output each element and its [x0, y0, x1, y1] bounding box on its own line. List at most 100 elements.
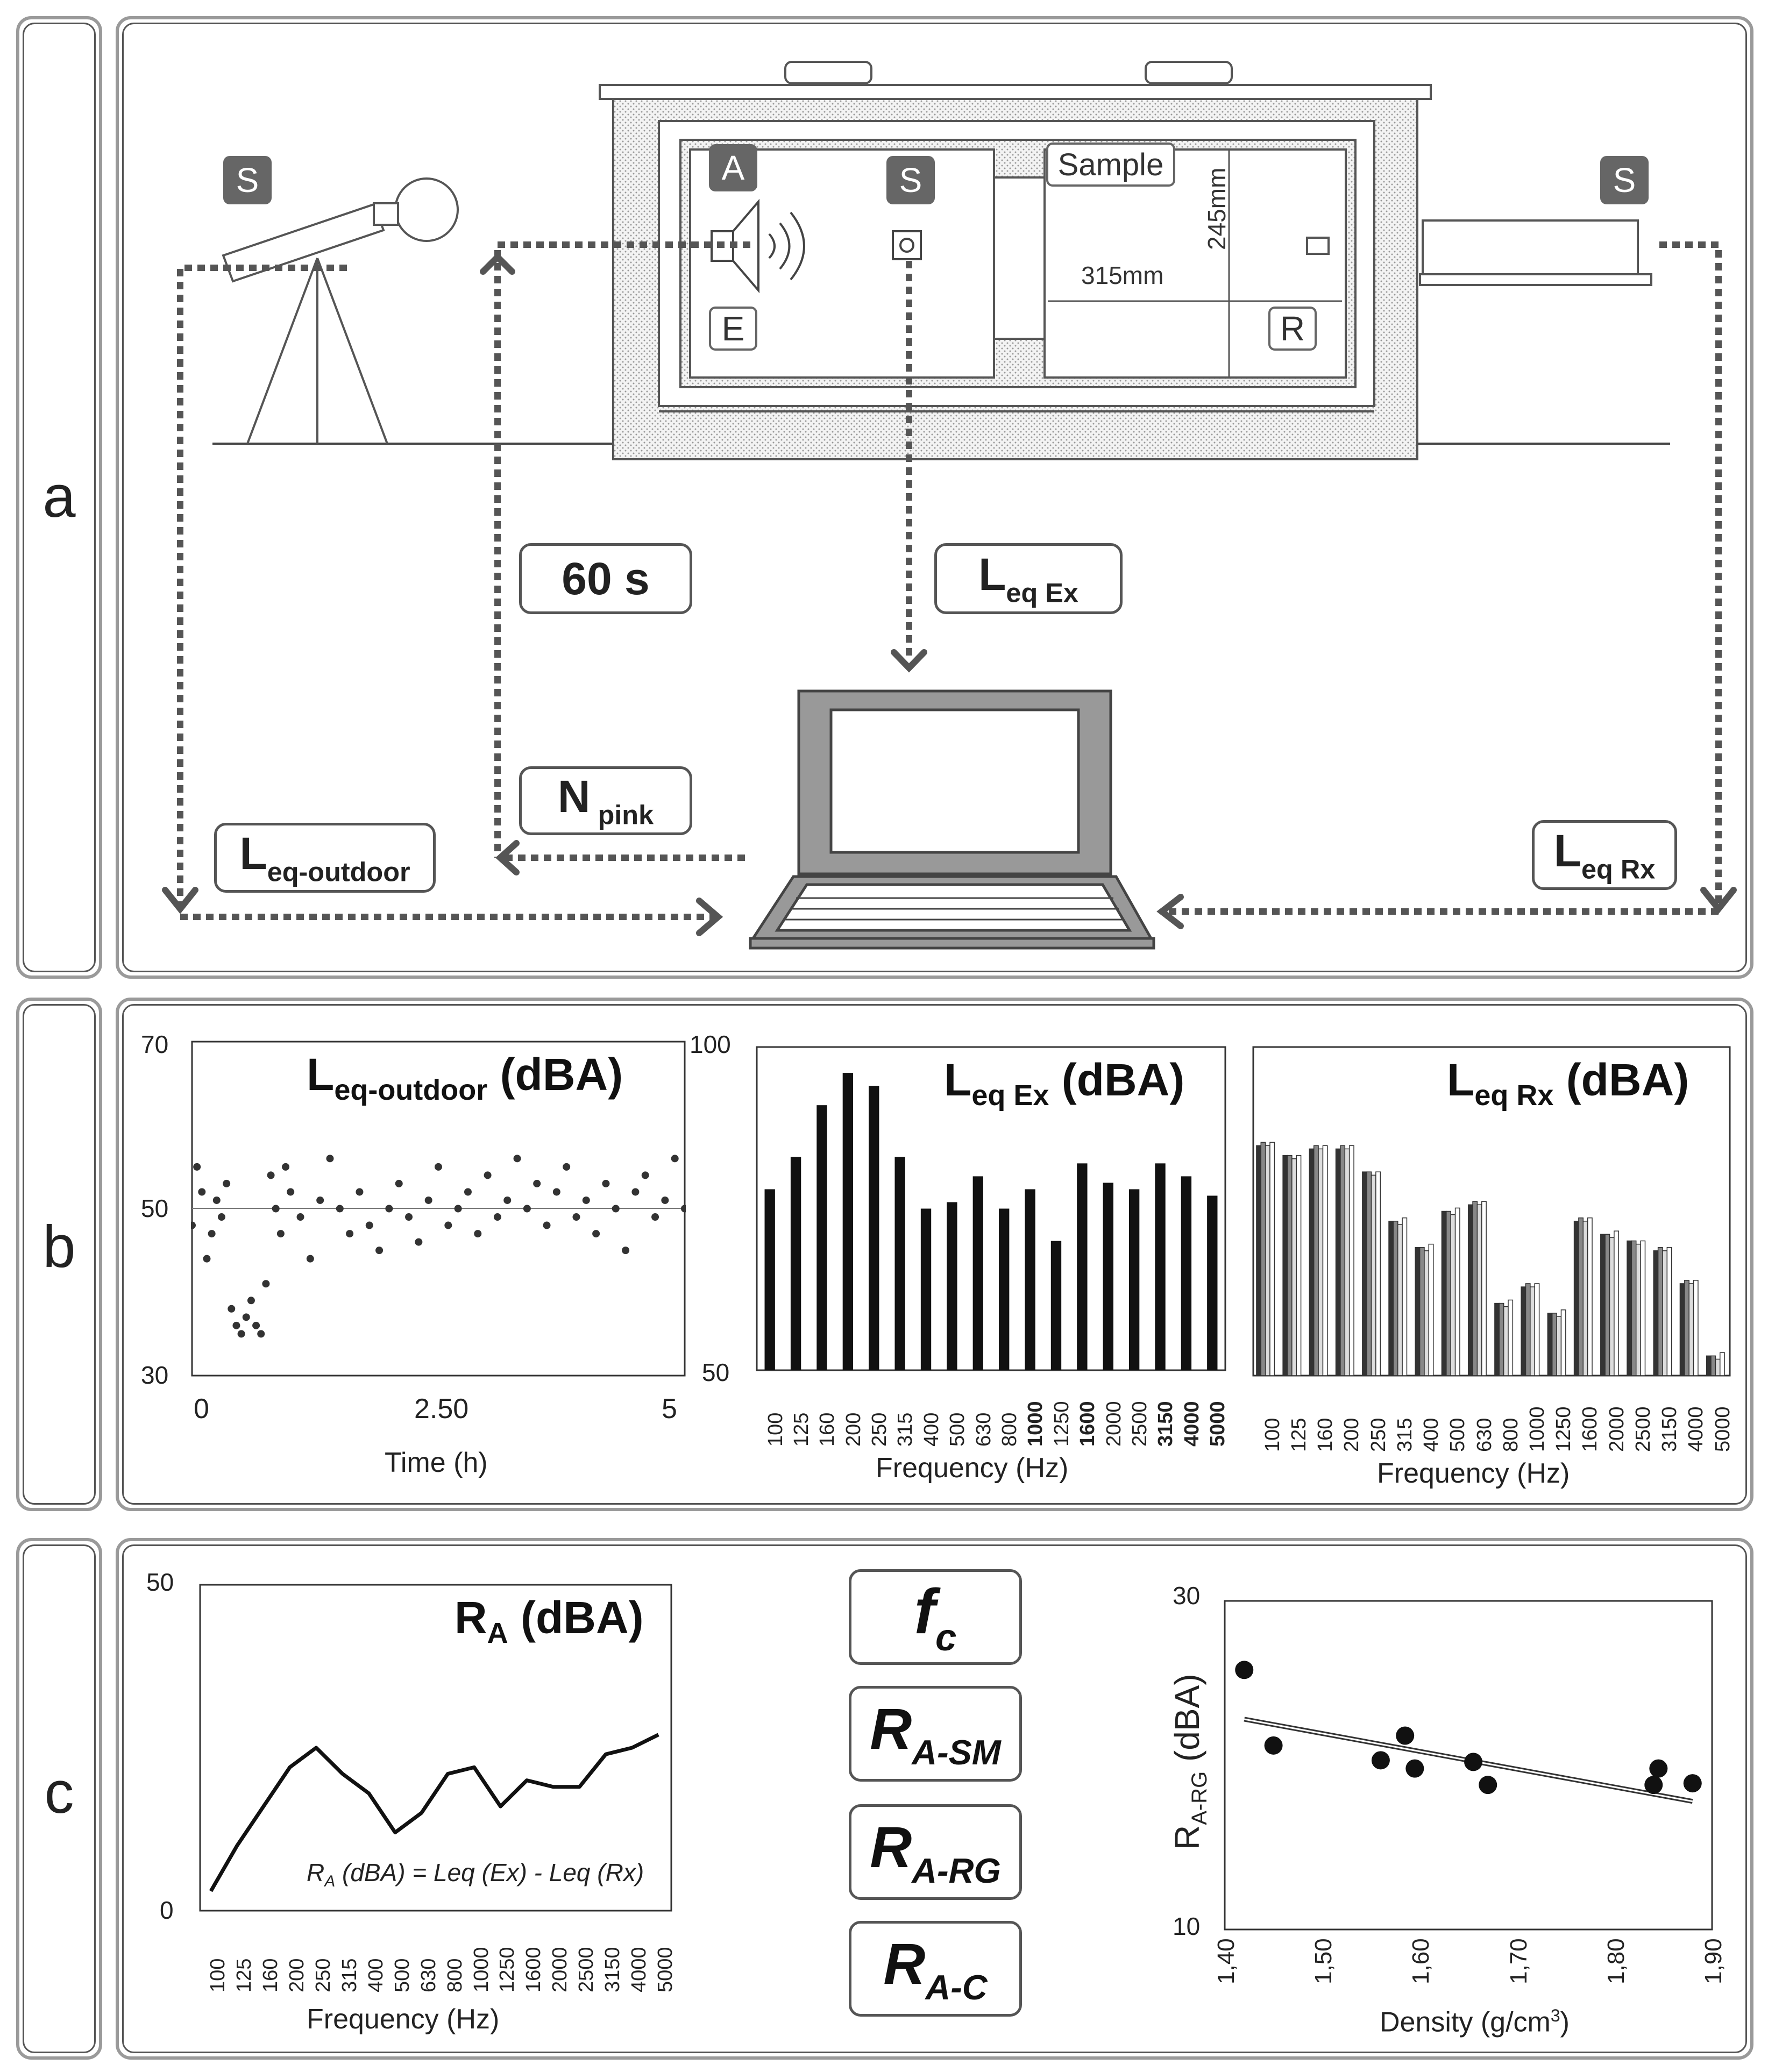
data-point: [282, 1163, 290, 1171]
data-point: [1649, 1759, 1668, 1778]
bar: [1706, 1355, 1712, 1376]
arrow-heads: [162, 252, 1737, 936]
bar: [1025, 1189, 1035, 1370]
data-point: [223, 1179, 231, 1187]
bar: [1128, 1189, 1140, 1370]
xtick-label: 400: [364, 1958, 387, 1992]
chart1-title: Leq-outdoor (dBA): [307, 1049, 623, 1106]
data-point: [474, 1230, 482, 1238]
data-point: [228, 1305, 236, 1313]
data-point: [1235, 1661, 1254, 1679]
right-microphone-icon: [1306, 219, 1652, 286]
xtick-label: 125: [790, 1412, 813, 1447]
bar: [1344, 1148, 1350, 1376]
center-microphone-icon: [892, 230, 922, 260]
data-point: [513, 1155, 521, 1163]
xtick-label: 315: [1393, 1418, 1416, 1452]
xtick-label: 125: [232, 1958, 255, 1992]
xtick-label: 1250: [1552, 1406, 1575, 1452]
bar: [1640, 1240, 1646, 1376]
box-ra-c: RA-C: [849, 1921, 1022, 2017]
xtick-label: 5000: [1711, 1406, 1734, 1452]
xtick-label: 4000: [628, 1947, 651, 1992]
bar: [1454, 1207, 1460, 1376]
xtick-label: 800: [1499, 1418, 1522, 1452]
chart-leq-rx: [1252, 1046, 1731, 1377]
chart2-ytick-50: 50: [702, 1358, 730, 1386]
data-point: [671, 1155, 679, 1163]
bar: [1530, 1286, 1535, 1376]
data-point: [612, 1205, 620, 1213]
chart3-title: Leq Rx (dBA): [1447, 1055, 1689, 1112]
bar: [999, 1208, 1010, 1370]
data-point: [191, 1221, 196, 1229]
bar: [1600, 1234, 1606, 1376]
bar: [1371, 1174, 1376, 1376]
data-point: [572, 1213, 580, 1221]
tag-r: R: [1268, 307, 1317, 351]
box-ra-rg: RA-RG: [849, 1804, 1022, 1900]
data-point: [272, 1205, 280, 1213]
tripod-sound-meter: [222, 177, 459, 444]
chart4-xlabel: Frequency (Hz): [307, 2004, 500, 2035]
xtick-label: 2000: [549, 1947, 572, 1992]
xtick-label: 200: [842, 1412, 865, 1447]
xtick-label: 160: [816, 1412, 839, 1447]
data-point: [247, 1297, 255, 1305]
xtick-label: 500: [946, 1412, 969, 1447]
bar: [1309, 1148, 1315, 1376]
xtick-label: 630: [1473, 1418, 1496, 1452]
bar: [1688, 1283, 1694, 1376]
xtick-label: 2000: [1102, 1401, 1125, 1447]
tag-s-left: S: [223, 156, 272, 204]
xtick-label: 315: [338, 1958, 361, 1992]
bar: [764, 1189, 775, 1370]
bar: [1587, 1217, 1593, 1376]
data-point: [602, 1179, 610, 1187]
bar: [790, 1157, 801, 1370]
bar: [1578, 1217, 1584, 1376]
n-pink-box: N pink: [519, 766, 692, 835]
bar: [1441, 1211, 1447, 1376]
data-point: [1264, 1736, 1283, 1755]
bar: [1318, 1148, 1324, 1376]
tag-s-right: S: [1600, 156, 1649, 204]
bar: [1313, 1145, 1319, 1376]
data-point: [1464, 1753, 1483, 1771]
data-point: [681, 1205, 686, 1213]
bar: [1050, 1241, 1062, 1370]
bar: [1521, 1286, 1526, 1376]
bar: [1508, 1299, 1514, 1376]
data-point: [563, 1163, 571, 1171]
bar: [1720, 1352, 1725, 1376]
bar: [1472, 1201, 1478, 1376]
chart4-ytick-50: 50: [146, 1568, 174, 1596]
data-point: [198, 1188, 206, 1196]
data-point: [405, 1213, 413, 1221]
chart1-ytick-50: 50: [141, 1194, 169, 1222]
bar: [1419, 1247, 1425, 1376]
chart-leq-outdoor: [191, 1041, 686, 1377]
bar: [1424, 1250, 1430, 1376]
bar: [1207, 1195, 1218, 1370]
bar: [1627, 1240, 1632, 1376]
xtick-label: 1000: [1024, 1401, 1047, 1447]
bar: [1662, 1250, 1668, 1376]
bar: [1181, 1176, 1192, 1370]
xtick-label: 3150: [1154, 1401, 1177, 1447]
xtick-label: 400: [920, 1412, 943, 1447]
bar: [1534, 1283, 1540, 1376]
xtick-label: 630: [417, 1958, 440, 1992]
xtick-label: 1,80: [1602, 1938, 1629, 1984]
chart-density: [1224, 1600, 1713, 1931]
data-point: [424, 1196, 432, 1204]
bar: [1609, 1237, 1615, 1376]
xtick-label: 125: [1287, 1418, 1310, 1452]
data-point: [622, 1247, 630, 1255]
bar: [1393, 1221, 1398, 1376]
bar: [1560, 1309, 1566, 1376]
panel-a-diagram: [162, 61, 1737, 950]
xtick-label: 4000: [1685, 1406, 1708, 1452]
xtick-label: 800: [998, 1412, 1021, 1447]
bar: [1260, 1142, 1266, 1376]
